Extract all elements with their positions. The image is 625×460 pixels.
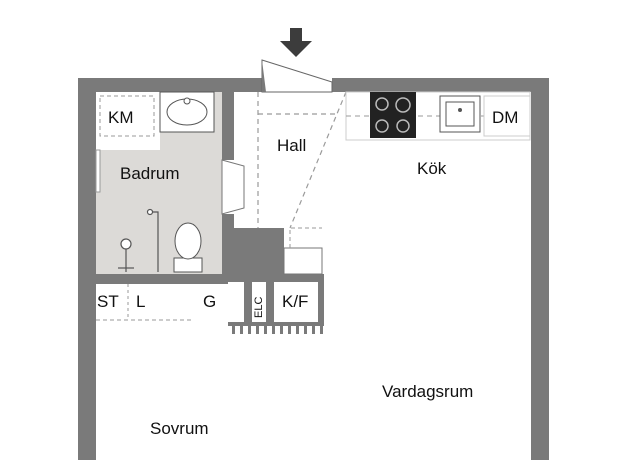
- door-tick: [320, 326, 323, 334]
- door-tick: [288, 326, 291, 334]
- label-hall: Hall: [277, 136, 306, 155]
- wardrobe-wall-bottom-left: [78, 320, 96, 326]
- hall-dashed-diagonal: [289, 91, 347, 229]
- door-tick: [296, 326, 299, 334]
- washbasin-icon: [159, 91, 215, 133]
- stove-icon: [370, 92, 416, 138]
- label-sovrum: Sovrum: [150, 419, 209, 438]
- door-tick: [228, 322, 324, 326]
- walls: [78, 78, 549, 460]
- door-tick: [264, 326, 267, 334]
- toilet-icon: [173, 222, 203, 273]
- storage-wall-top: [228, 274, 322, 282]
- bath-wall-right: [222, 92, 234, 160]
- door-tick: [240, 326, 243, 334]
- label-vardagsrum: Vardagsrum: [382, 382, 473, 401]
- label-kf: K/F: [282, 292, 308, 311]
- bathroom-floor: [96, 150, 222, 274]
- label-elc: ELC: [253, 297, 265, 318]
- bathroom-door: [221, 159, 245, 215]
- door-tick: [304, 326, 307, 334]
- bath-wall-bottom: [78, 274, 228, 284]
- door-tick: [280, 326, 283, 334]
- shower-icon: [118, 208, 159, 272]
- kitchen-cabinet-dash: [289, 227, 322, 248]
- entrance-door: [261, 59, 333, 93]
- storage-divider-2: [266, 282, 274, 322]
- kitchen-cabinet-box: [283, 247, 323, 275]
- label-g: G: [203, 292, 216, 311]
- wardrobe-doors: [228, 322, 324, 334]
- label-st: ST: [97, 292, 119, 311]
- washing-machine-box: [99, 95, 155, 137]
- label-dm: DM: [492, 108, 518, 127]
- label-km: KM: [108, 108, 134, 127]
- entrance-door-swing: [262, 60, 266, 92]
- door-tick: [272, 326, 275, 334]
- storage-wall-right: [318, 274, 324, 322]
- sink-icon: [439, 95, 481, 133]
- door-tick: [256, 326, 259, 334]
- label-badrum: Badrum: [120, 164, 180, 183]
- dishwasher-box: [483, 95, 531, 137]
- hall-column: [222, 228, 284, 282]
- door-tick: [248, 326, 251, 334]
- label-l: L: [136, 292, 145, 311]
- label-kok: Kök: [417, 159, 447, 178]
- door-tick: [312, 326, 315, 334]
- outer-wall-top-right: [332, 78, 549, 92]
- down-arrow-icon: [280, 28, 312, 57]
- outer-wall-left: [78, 78, 96, 460]
- outer-wall-top-left: [78, 78, 262, 92]
- outer-wall-right: [531, 78, 549, 460]
- storage-divider-1: [244, 282, 252, 322]
- bath-shelf: [95, 149, 101, 193]
- door-tick: [232, 326, 235, 334]
